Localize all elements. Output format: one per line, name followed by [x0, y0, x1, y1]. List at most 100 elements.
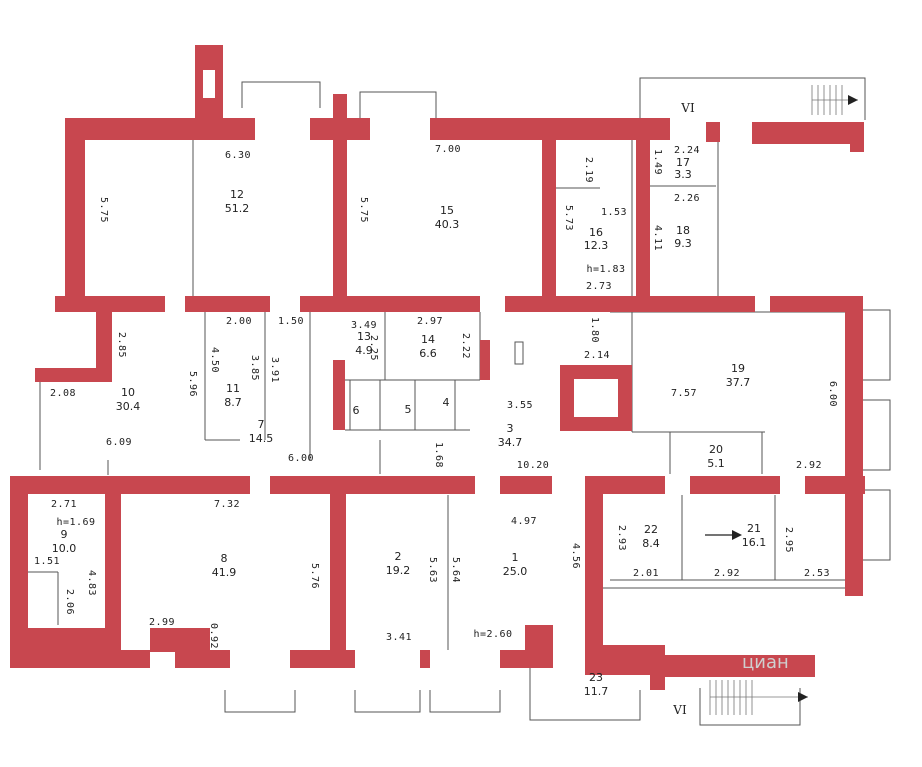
dimension-label: 3.49 [351, 320, 377, 331]
dimension-label: 3.85 [249, 355, 260, 381]
room-area: 19.2 [386, 564, 411, 577]
section-mark-top: VI [680, 101, 695, 115]
room-number: 22 [644, 523, 658, 536]
dimension-label: 5.64 [450, 557, 461, 583]
room-area: 5.1 [707, 457, 725, 470]
walls [10, 45, 865, 690]
room-number: 3 [507, 422, 514, 435]
room-area: 40.3 [435, 218, 460, 231]
dimension-label: 2.85 [116, 332, 127, 358]
dimension-label: 3.41 [386, 632, 412, 643]
dimension-label: 4.56 [570, 543, 581, 569]
room-area: 30.4 [116, 400, 141, 413]
dimension-label: 2.08 [50, 388, 76, 399]
room-number: 13 [357, 330, 371, 343]
dimension-label: 2.24 [674, 145, 700, 156]
room-area: 4.9 [355, 344, 373, 357]
room-number: 19 [731, 362, 745, 375]
dimension-label: 7.32 [214, 499, 240, 510]
dimension-label: 2.22 [460, 333, 471, 359]
room-number: 1 [512, 551, 519, 564]
dimension-label: 2.92 [714, 568, 740, 579]
dimension-label: 2.99 [149, 617, 175, 628]
dimension-label: 4.50 [209, 347, 220, 373]
room-number: 5 [405, 403, 412, 416]
stairs-top [811, 85, 858, 115]
dimension-label: 2.73 [586, 281, 612, 292]
room-number: 15 [440, 204, 454, 217]
dimension-label: 3.55 [507, 400, 533, 411]
dimension-label: 1.68 [433, 442, 444, 468]
dimension-label: 2.92 [796, 460, 822, 471]
room-area: 14.5 [249, 432, 274, 445]
dimension-label: 0.92 [208, 623, 219, 649]
room-labels: 12 51.2 15 40.3 16 12.3 17 3.3 18 9.3 10… [52, 156, 767, 698]
room-area: 3.3 [674, 168, 692, 181]
room-number: 11 [226, 382, 240, 395]
room-area: 37.7 [726, 376, 751, 389]
room-area: 11.7 [584, 685, 609, 698]
room-area: 34.7 [498, 436, 523, 449]
dimension-label: 7.00 [435, 144, 461, 155]
dimension-label: 10.20 [517, 460, 550, 471]
stairs-bottom [709, 680, 808, 715]
room-number: 4 [443, 396, 450, 409]
height-label: h=2.60 [473, 629, 512, 640]
dimension-label: 2.19 [583, 157, 594, 183]
room-number: 9 [61, 528, 68, 541]
dimension-label: 1.50 [278, 316, 304, 327]
room-area: 41.9 [212, 566, 237, 579]
room-area: 8.7 [224, 396, 242, 409]
dimension-label: 5.63 [427, 557, 438, 583]
room-area: 10.0 [52, 542, 77, 555]
room-number: 23 [589, 671, 603, 684]
room-number: 10 [121, 386, 135, 399]
dimension-labels: 6.30 5.75 5.75 7.00 5.73 2.19 1.53 2.73 … [34, 144, 838, 649]
room-number: 8 [221, 552, 228, 565]
section-mark-bottom: VI [672, 703, 687, 717]
dimension-label: 2.26 [674, 193, 700, 204]
room-number: 16 [589, 226, 603, 239]
dimension-label: 5.75 [358, 197, 369, 223]
room-area: 9.3 [674, 237, 692, 250]
height-labels: h=1.83 h=1.69 h=2.60 [56, 264, 625, 640]
room-area: 6.6 [419, 347, 437, 360]
room-number: 20 [709, 443, 723, 456]
room-area: 12.3 [584, 239, 609, 252]
room-number: 6 [353, 404, 360, 417]
dimension-label: 1.53 [601, 207, 627, 218]
dimension-label: 2.71 [51, 499, 77, 510]
room-area: 8.4 [642, 537, 660, 550]
height-label: h=1.83 [586, 264, 625, 275]
dimension-label: 5.96 [187, 371, 198, 397]
dimension-label: 2.01 [633, 568, 659, 579]
dimension-label: 5.73 [563, 205, 574, 231]
dimension-label: 6.30 [225, 150, 251, 161]
room-number: 21 [747, 522, 761, 535]
dimension-label: 2.95 [783, 527, 794, 553]
dimension-label: 2.06 [64, 589, 75, 615]
room-number: 2 [395, 550, 402, 563]
room-area: 25.0 [503, 565, 528, 578]
dimension-label: 1.49 [652, 149, 663, 175]
dimension-label: 6.00 [827, 381, 838, 407]
room-number: 18 [676, 224, 690, 237]
dimension-label: 2.25 [368, 335, 379, 361]
dimension-label: 1.80 [589, 317, 600, 343]
watermark: циан [742, 652, 789, 673]
room-number: 17 [676, 156, 690, 169]
dimension-label: 4.83 [86, 570, 97, 596]
dimension-label: 6.09 [106, 437, 132, 448]
room-area: 16.1 [742, 536, 767, 549]
dimension-label: 4.97 [511, 516, 537, 527]
room-number: 12 [230, 188, 244, 201]
dimension-label: 2.14 [584, 350, 610, 361]
room-number: 7 [258, 418, 265, 431]
room-number: 14 [421, 333, 435, 346]
dimension-label: 7.57 [671, 388, 697, 399]
dimension-label: 2.97 [417, 316, 443, 327]
dimension-label: 5.75 [98, 197, 109, 223]
height-label: h=1.69 [56, 517, 95, 528]
dimension-label: 1.51 [34, 556, 60, 567]
dimension-label: 6.00 [288, 453, 314, 464]
